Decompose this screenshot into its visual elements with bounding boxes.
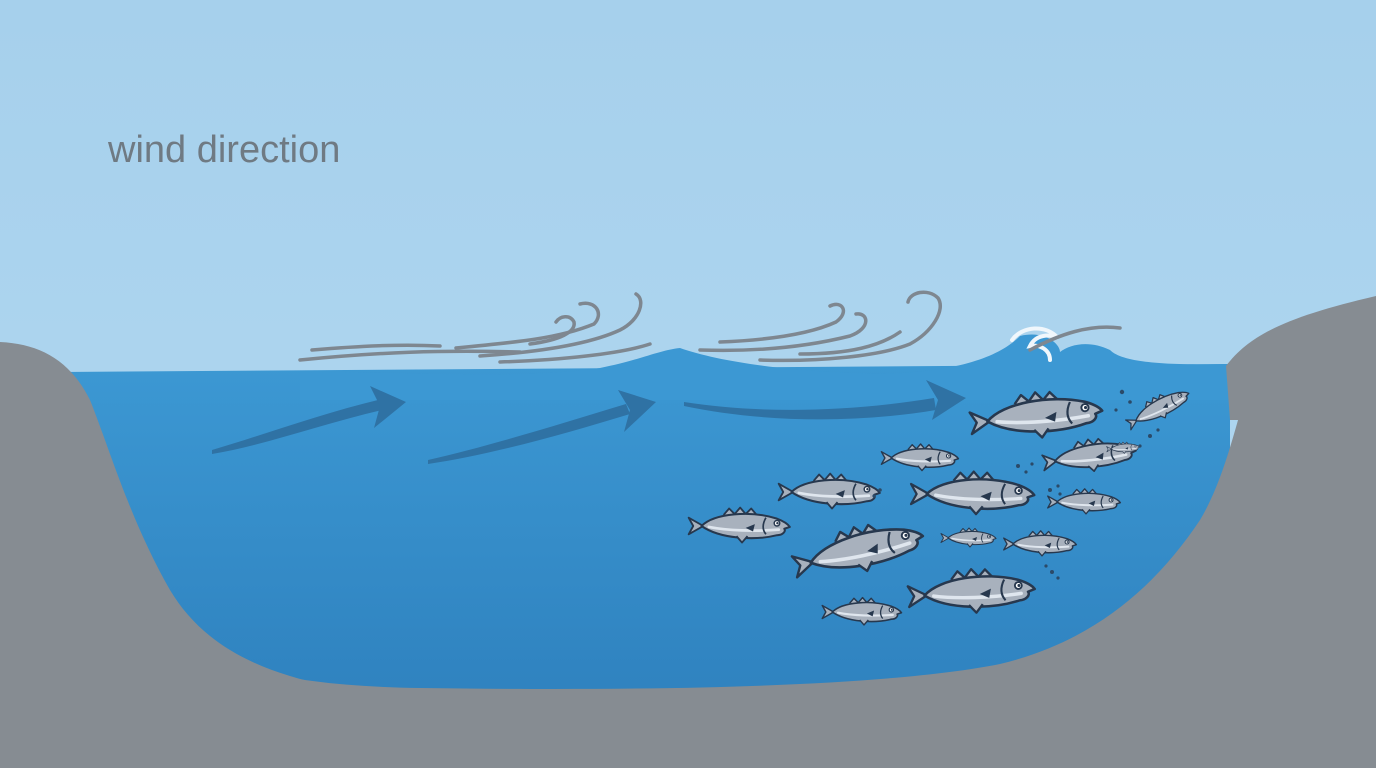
current-arrow-icon: [212, 386, 406, 454]
lake-bottom: [0, 300, 1376, 768]
bubbles: [872, 389, 1160, 580]
wave-crest: [1010, 326, 1060, 362]
wave-surface: [300, 334, 1230, 400]
current-arrow-icon: [428, 390, 656, 464]
water-body: [60, 364, 1230, 700]
current-arrows: [212, 380, 966, 464]
current-arrow-icon: [684, 380, 966, 420]
wind-direction-label: wind direction: [107, 129, 340, 171]
wind-swirls: [298, 290, 1122, 364]
right-bank: [1226, 296, 1376, 420]
